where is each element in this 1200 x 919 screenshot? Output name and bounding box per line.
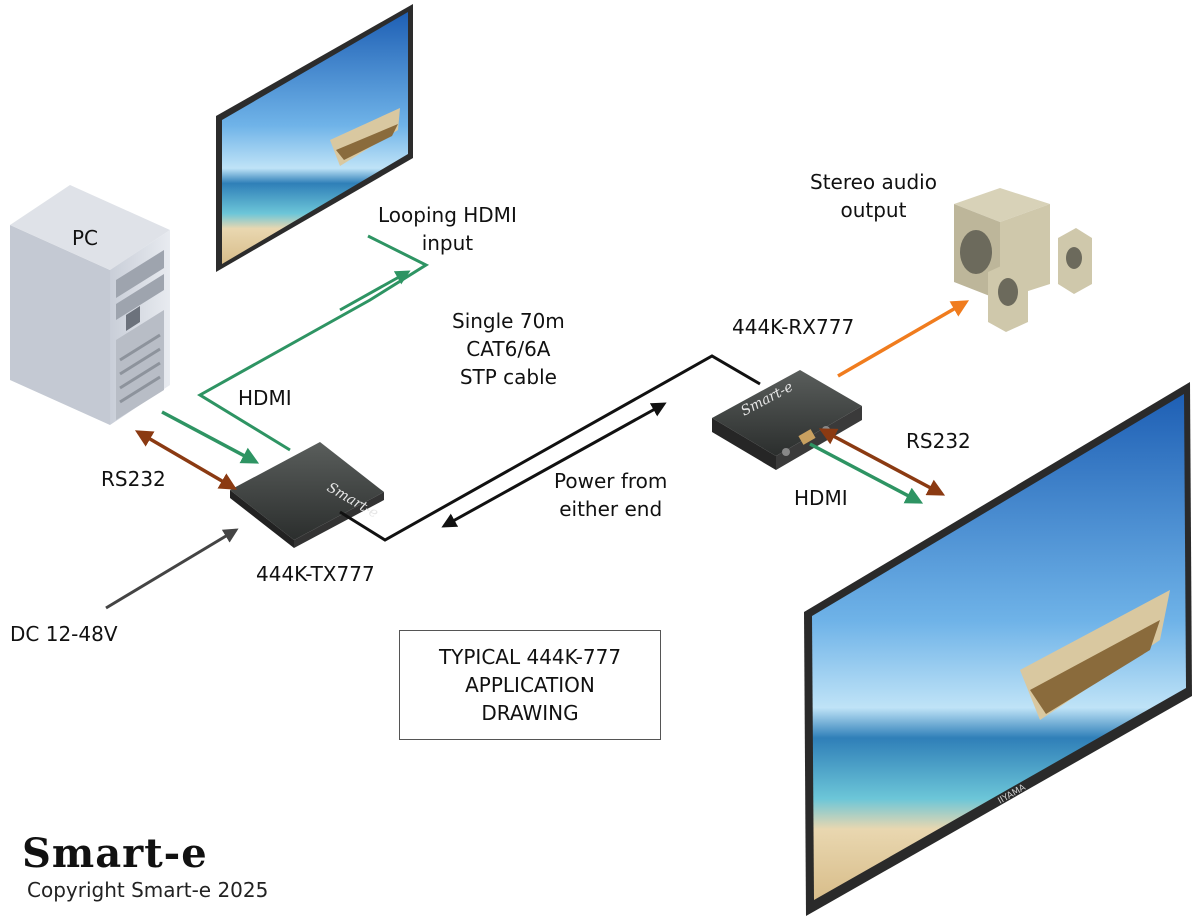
dc-power-arrow: [105, 528, 239, 610]
pc-label: PC: [72, 226, 99, 250]
power-label: Power from either end: [554, 469, 668, 521]
rx-tv-hdmi-arrow: [809, 442, 924, 504]
tx-unit-image: Smart-e: [230, 442, 384, 548]
pc-tower-image: [10, 185, 170, 425]
pc-tx-rs232-arrow: [134, 430, 238, 490]
copyright-text: Copyright Smart-e 2025: [27, 878, 269, 902]
brand-logo: Smart-e: [22, 830, 208, 877]
loop-hdmi-connection: [197, 234, 430, 452]
tx-model-label: 444K-TX777: [256, 562, 375, 586]
rs232-rx-label: RS232: [906, 429, 971, 453]
dc-power-label: DC 12-48V: [10, 622, 118, 646]
diagram-title-box: TYPICAL 444K-777 APPLICATION DRAWING: [399, 630, 661, 740]
rs232-tx-label: RS232: [101, 467, 166, 491]
power-either-end-arrow: [441, 402, 667, 528]
loop-hdmi-arrow: [339, 270, 411, 312]
rx-audio-arrow: [837, 300, 970, 378]
top-monitor-image: [216, 4, 413, 272]
hdmi-rx-label: HDMI: [794, 486, 848, 510]
cable-label: Single 70m CAT6/6A STP cable: [452, 309, 565, 389]
rx-unit-image: Smart-e: [712, 370, 862, 470]
diagram-title: TYPICAL 444K-777 APPLICATION DRAWING: [438, 645, 622, 725]
rx-tv-rs232-arrow: [818, 428, 946, 496]
speakers-image: [954, 188, 1092, 332]
rx-model-label: 444K-RX777: [732, 315, 855, 339]
audio-label: Stereo audio output: [810, 170, 937, 222]
hdmi-tx-label: HDMI: [238, 386, 292, 410]
loop-hdmi-label: Looping HDMI input: [378, 203, 517, 255]
large-tv-image: IIYAMA: [804, 382, 1192, 916]
